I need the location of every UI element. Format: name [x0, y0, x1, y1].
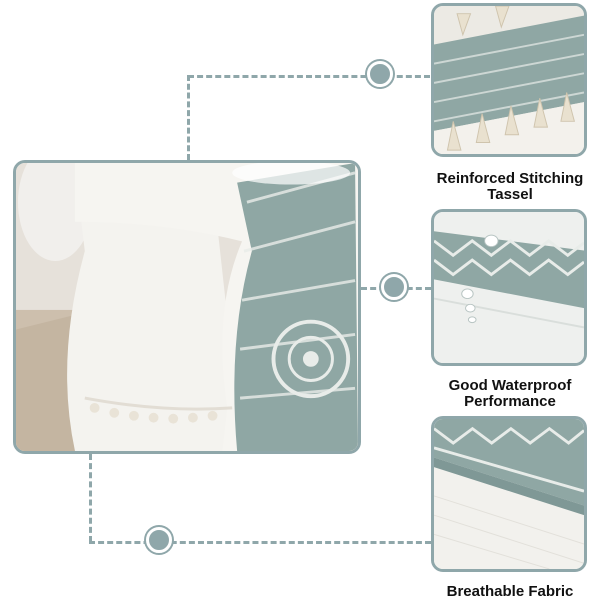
water-drops-closeup-icon [434, 212, 584, 363]
feature-caption-breathable: Breathable Fabric [446, 583, 574, 600]
fabric-weave-closeup-icon [434, 419, 584, 569]
detail-photo-tassel [431, 3, 587, 157]
tablecloth-product-icon [16, 163, 358, 451]
connector-line-top-vertical [187, 75, 190, 160]
feature-caption-tassel: Reinforced Stitching Tassel [436, 170, 584, 203]
detail-photo-fabric [431, 416, 587, 572]
tassel-closeup-icon [434, 6, 584, 154]
feature-caption-waterproof: Good Waterproof Performance [448, 377, 572, 410]
detail-photo-waterproof [431, 209, 587, 366]
connector-dot-bottom [146, 527, 172, 553]
connector-line-bottom [89, 541, 431, 544]
connector-line-bottom-vertical [89, 454, 92, 542]
main-product-photo [13, 160, 361, 454]
connector-dot-middle [381, 274, 407, 300]
connector-line-top [188, 75, 430, 78]
connector-dot-top [367, 61, 393, 87]
